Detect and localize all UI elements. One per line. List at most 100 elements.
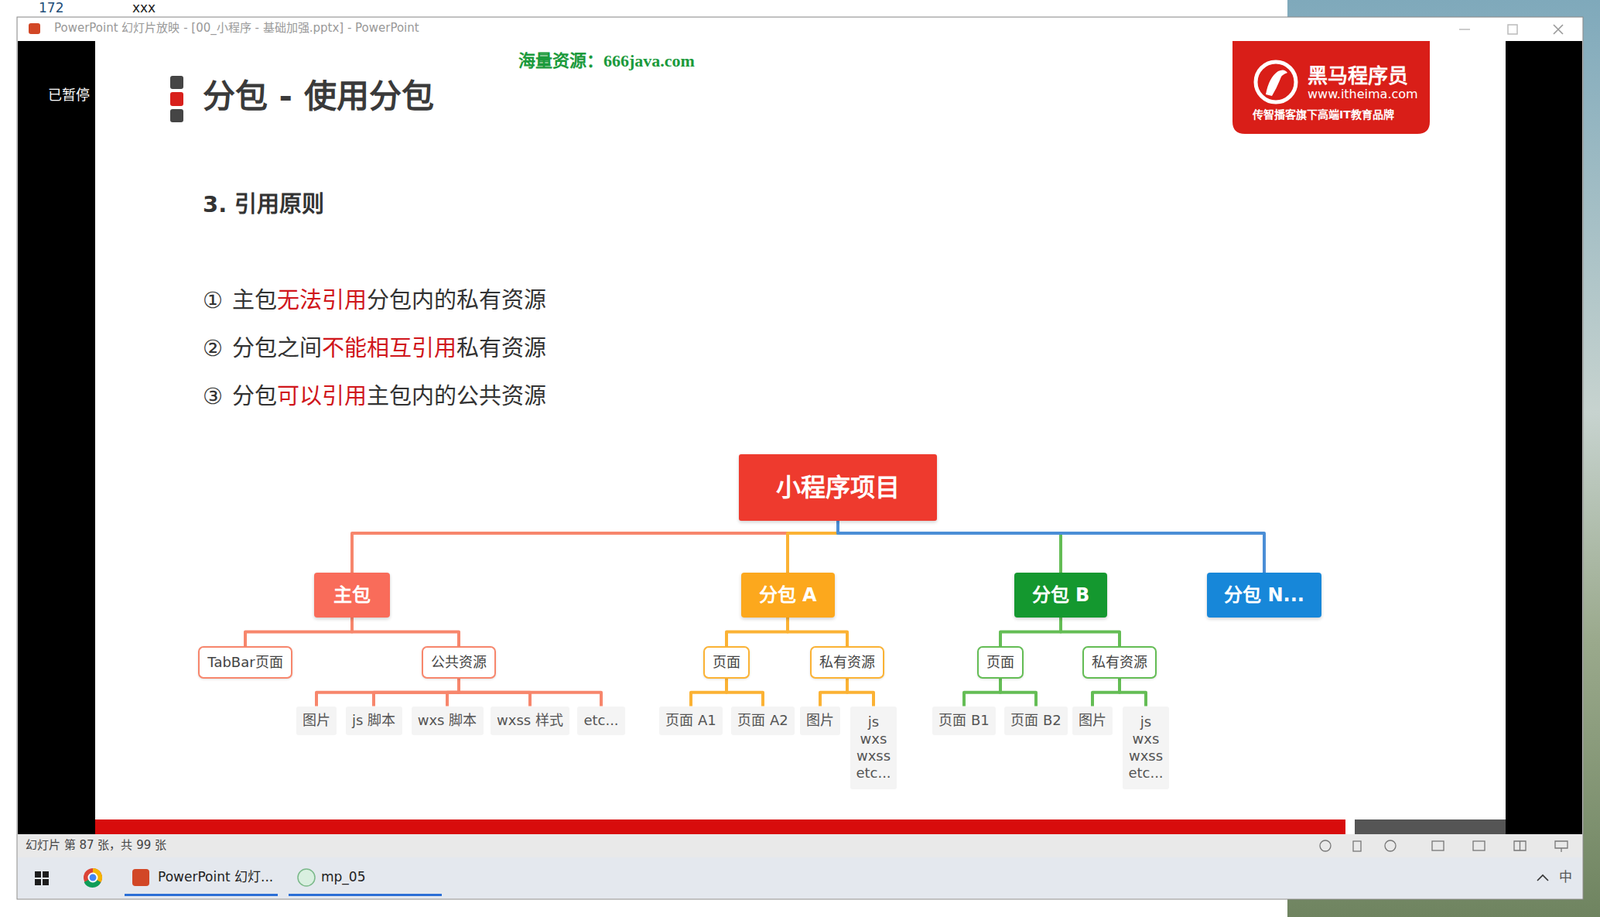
resource-box: 图片 bbox=[296, 706, 337, 736]
title-marker bbox=[170, 92, 184, 106]
tree-connector bbox=[458, 678, 602, 707]
tree-connector bbox=[787, 617, 848, 647]
rule-number: ② bbox=[202, 335, 223, 362]
title-bar bbox=[17, 17, 1583, 42]
node-text: js 脚本 bbox=[352, 711, 396, 729]
menu-icon bbox=[1353, 841, 1361, 852]
category-box: 页面 bbox=[977, 646, 1024, 679]
resource-box: wxs 脚本 bbox=[411, 706, 484, 736]
active-task-underline bbox=[288, 893, 442, 896]
category-box: 私有资源 bbox=[810, 646, 885, 679]
reading-view-icon bbox=[1514, 841, 1526, 851]
rule-text: 分包之间 bbox=[232, 335, 322, 362]
node-text: 私有资源 bbox=[1091, 653, 1148, 671]
ime-indicator: 中 bbox=[1558, 868, 1573, 885]
slide-title: 分包 - 使用分包 bbox=[202, 77, 435, 117]
background-window-strip bbox=[0, 0, 1288, 18]
slideshow-icon bbox=[1555, 841, 1568, 852]
rule-text: 主包内的公共资源 bbox=[366, 382, 547, 410]
tree-connector bbox=[245, 617, 353, 647]
start-tile bbox=[34, 878, 42, 886]
node-text: 图片 bbox=[806, 711, 835, 729]
active-task-underline bbox=[124, 893, 278, 896]
brand-slogan: 传智播客旗下高端IT教育品牌 bbox=[1252, 108, 1395, 122]
node-text: 页面 bbox=[986, 653, 1015, 671]
watermark: 海量资源：666java.com bbox=[518, 51, 695, 72]
chrome-icon bbox=[83, 868, 103, 888]
package-box: 分包 B bbox=[1014, 572, 1108, 618]
resource-box: wxss 样式 bbox=[490, 706, 570, 736]
section-heading: 3. 引用原则 bbox=[202, 191, 325, 219]
tree-connector bbox=[690, 678, 727, 707]
tree-connector bbox=[316, 678, 459, 707]
node-text: 页面 A2 bbox=[737, 711, 789, 729]
category-box: 页面 bbox=[703, 646, 750, 679]
rule-text: 私有资源 bbox=[456, 335, 547, 362]
rule-emphasis: 不能相互引用 bbox=[321, 335, 457, 362]
resource-box: 页面 A1 bbox=[659, 706, 723, 736]
slide-footer-bar bbox=[1354, 819, 1506, 835]
node-text: 分包 B bbox=[1032, 584, 1091, 607]
background-window-text: xxx bbox=[132, 0, 156, 16]
rule-line: ② 分包之间不能相互引用私有资源 bbox=[202, 334, 547, 363]
node-text: 页面 A1 bbox=[665, 711, 717, 729]
start-button bbox=[34, 871, 49, 886]
rule-number: ① bbox=[202, 287, 223, 314]
node-text: 主包 bbox=[333, 584, 371, 607]
minimize-button bbox=[1459, 28, 1471, 31]
resource-box: js 脚本 bbox=[345, 706, 403, 736]
powerpoint-task-icon bbox=[132, 868, 150, 886]
node-text: 公共资源 bbox=[430, 653, 487, 671]
tree-connector bbox=[1119, 678, 1146, 707]
rule-text: 分包内的私有资源 bbox=[366, 287, 547, 314]
node-text: 页面 bbox=[712, 653, 741, 671]
tree-connector bbox=[1060, 617, 1120, 647]
package-box: 分包 A bbox=[741, 572, 835, 618]
tree-connector bbox=[1000, 617, 1061, 647]
task-label: mp_05 bbox=[321, 868, 366, 885]
tree-connector bbox=[1000, 678, 1036, 707]
category-box: 公共资源 bbox=[421, 646, 496, 679]
title-marker bbox=[170, 109, 184, 123]
app-window bbox=[17, 17, 1583, 900]
root-box: 小程序项目 bbox=[738, 454, 937, 521]
tree-connector bbox=[373, 678, 459, 707]
brand-logo-circle bbox=[1255, 61, 1296, 103]
resource-box: 页面 B2 bbox=[1004, 706, 1068, 736]
rule-line: ③分包可以引用主包内的公共资源 bbox=[202, 382, 547, 411]
node-text: wxss 样式 bbox=[496, 711, 564, 729]
node-text: js wxs wxss etc... bbox=[855, 713, 892, 782]
tree-connector bbox=[964, 678, 1001, 707]
tree-connector bbox=[847, 678, 874, 707]
package-box: 主包 bbox=[314, 572, 390, 618]
resource-box: 页面 A2 bbox=[731, 706, 795, 736]
rule-line: ①主包无法引用分包内的私有资源 bbox=[202, 286, 547, 315]
brand-logo-horse bbox=[1265, 69, 1288, 96]
node-text: etc... bbox=[583, 711, 619, 729]
resource-box: js wxs wxss etc... bbox=[1122, 706, 1170, 790]
rule-emphasis: 无法引用 bbox=[276, 287, 367, 314]
node-text: js wxs wxss etc... bbox=[1128, 713, 1164, 782]
start-tile bbox=[42, 878, 49, 886]
task-label: PowerPoint 幻灯... bbox=[157, 868, 274, 885]
node-text: 分包 A bbox=[758, 584, 818, 607]
brand-name: 黑马程序员 bbox=[1307, 64, 1409, 89]
brand-logo-panel bbox=[1232, 41, 1430, 134]
node-text: 页面 B2 bbox=[1010, 711, 1062, 729]
resource-box: 图片 bbox=[1072, 706, 1113, 736]
tree-connector bbox=[447, 678, 459, 707]
chrome-ring bbox=[83, 868, 103, 887]
start-tile bbox=[34, 871, 42, 878]
taskbar bbox=[17, 857, 1583, 899]
node-text: 小程序项目 bbox=[776, 472, 900, 503]
node-text: 分包 N... bbox=[1223, 584, 1305, 607]
tree-connector bbox=[352, 617, 459, 647]
category-box: 私有资源 bbox=[1082, 646, 1157, 679]
tree-connector bbox=[837, 520, 1061, 573]
resource-box: 页面 B1 bbox=[932, 706, 996, 736]
slide-counter: 幻灯片 第 87 张，共 99 张 bbox=[25, 837, 167, 852]
next-icon bbox=[1384, 840, 1396, 852]
restore-button bbox=[1507, 24, 1518, 35]
rule-emphasis: 可以引用 bbox=[276, 382, 367, 410]
